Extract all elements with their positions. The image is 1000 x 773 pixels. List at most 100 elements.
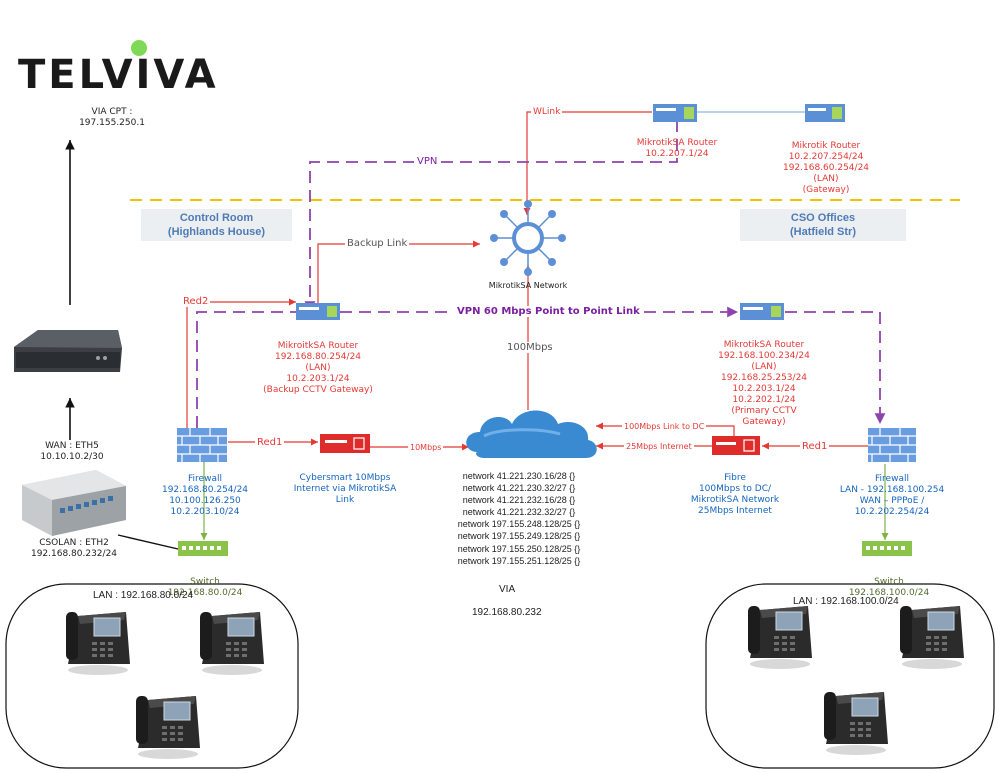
network-entry: network 197.155.249.128/25 {} <box>457 531 581 542</box>
switch-right-label: Switch 192.168.100.0/24 <box>849 577 929 599</box>
vpn-mid-line <box>196 311 300 428</box>
router-mid-left-icon <box>296 303 340 320</box>
router-mid-left-line: (Backup CCTV Gateway) <box>263 385 373 395</box>
mikrotik-network-label: MikrotikSA Network <box>488 281 568 290</box>
cybersmart-label: Cybersmart 10Mbps Internet via MikrotikS… <box>294 473 397 506</box>
router-mid-left-line: 192.168.80.254/24 <box>274 352 362 362</box>
ip-phone-icon <box>66 612 130 675</box>
ip-phone-icon <box>136 696 200 759</box>
router-top-left-line2: 10.2.207.1/24 <box>645 149 709 159</box>
lan-right-label: LAN : 192.168.100.0/24 <box>793 596 899 607</box>
wlink-label: WLink <box>531 107 563 118</box>
fibre-label: Fibre 100Mbps to DC/ MikrotikSA Network … <box>691 473 779 517</box>
router-mid-right-line: MikrotikSA Router <box>723 340 805 350</box>
router-mid-left-line: 10.2.203.1/24 <box>286 374 350 384</box>
switch-right-line1: Switch <box>874 577 904 587</box>
csolan-cable <box>117 534 179 550</box>
network-entry: network 41.221.232.32/27 {} <box>462 507 576 518</box>
fibre-line: Fibre <box>724 473 746 483</box>
control-room-box: Control Room (Highlands House) <box>141 209 292 241</box>
backup-link-label: Backup Link <box>345 238 410 249</box>
network-entry: network 41.221.230.16/28 {} <box>462 471 576 481</box>
router-mid-right-label: MikrotikSA Router 192.168.100.234/24 (LA… <box>718 340 810 428</box>
firewall-left-line: 192.168.80.254/24 <box>161 485 249 495</box>
firewall-right-line: LAN - 192.168.100.254 <box>839 485 945 495</box>
router-mid-right-line: (Primary CCTV <box>731 406 797 416</box>
router-top-right-icon <box>805 104 845 122</box>
firewall-right-line: WAN – PPPoE / <box>859 496 925 506</box>
vpn-right-line <box>785 311 886 424</box>
cybersmart-line: Cybersmart 10Mbps <box>299 473 391 483</box>
switch-right-icon <box>862 541 912 556</box>
firewall-left-icon <box>177 428 227 462</box>
router-mid-right-line: 192.168.25.253/24 <box>720 373 808 383</box>
firewall-right-icon <box>868 428 916 462</box>
via-cpt-label: VIA CPT : 197.155.250.1 <box>79 107 145 129</box>
lan-left-label: LAN : 192.168.80.0/24 <box>93 590 194 601</box>
ip-phone-icon <box>748 606 812 669</box>
router-top-right-line: 192.168.60.254/24 <box>782 163 870 173</box>
csolan-line1: CSOLAN : ETH2 <box>39 538 109 548</box>
router-top-left-icon <box>653 104 697 122</box>
firewall-right-label: Firewall LAN - 192.168.100.254 WAN – PPP… <box>840 474 944 518</box>
router-mid-right-icon <box>740 303 784 320</box>
red1-left-label: Red1 <box>255 437 285 448</box>
network-entry: network 197.155.251.128/25 {} <box>457 555 581 566</box>
firewall-left-line: 10.2.203.10/24 <box>170 507 240 517</box>
vpn-top-line <box>304 120 678 312</box>
router-top-right-line: (Gateway) <box>802 185 850 195</box>
cpe-router-icon <box>14 330 122 372</box>
routerboard-icon <box>22 470 126 536</box>
router-top-right-line: 10.2.207.254/24 <box>788 152 864 162</box>
switch-left-line2: 192.168.80.0/24 <box>167 588 243 598</box>
via-ip-label: 192.168.80.232 <box>472 607 542 618</box>
router-top-left-line1: MikrotikSA Router <box>636 138 718 148</box>
red2-label: Red2 <box>181 296 211 307</box>
vpn-p2p-label: VPN 60 Mbps Point to Point Link <box>454 306 643 317</box>
router-top-right-label: Mikrotik Router 10.2.207.254/24 192.168.… <box>783 141 869 196</box>
via-label: VIA <box>499 584 516 595</box>
csolan-line2: 192.168.80.232/24 <box>30 549 118 559</box>
control-room-subtitle: (Highlands House) <box>167 226 266 238</box>
cso-offices-title: CSO Offices <box>790 212 856 224</box>
cybersmart-line: Internet via MikrotikSA <box>293 484 397 494</box>
switch-left-icon <box>178 541 228 556</box>
wan-eth5-line2: 10.10.10.2/30 <box>40 452 104 462</box>
network-entry: network 41.221.232.16/28 {} <box>462 495 576 506</box>
ip-phone-icon <box>200 612 264 675</box>
fibre-modem-icon <box>712 436 760 455</box>
router-mid-right-line: 192.168.100.234/24 <box>718 351 810 361</box>
fibre-line: 25Mbps Internet <box>698 506 772 516</box>
wan-eth5-line1: WAN : ETH5 <box>45 441 99 451</box>
telviva-logo: TELVIVA <box>18 52 219 98</box>
ip-phone-icon <box>824 692 888 755</box>
control-room-title: Control Room <box>179 212 254 224</box>
switch-left-line1: Switch <box>190 577 220 587</box>
10mbps-label: 10Mbps <box>408 442 444 453</box>
network-list: network 41.221.230.16/28 {} network 41.2… <box>439 470 599 567</box>
cso-offices-box: CSO Offices (Hatfield Str) <box>740 209 906 241</box>
logo-text: TELVIVA <box>18 52 219 98</box>
network-entry: network 197.155.248.128/25 {} <box>457 519 581 530</box>
csolan-label: CSOLAN : ETH2 192.168.80.232/24 <box>31 538 117 560</box>
fibre-line: MikrotikSA Network <box>690 495 780 505</box>
router-top-left-label: MikrotikSA Router 10.2.207.1/24 <box>637 138 717 160</box>
vpn-top-label: VPN <box>414 156 441 167</box>
router-mid-left-label: MikroitkSA Router 192.168.80.254/24 (LAN… <box>263 341 373 396</box>
fibre-line: 100Mbps to DC/ <box>698 484 772 494</box>
link-to-dc-label: 100Mbps Link to DC <box>622 421 707 432</box>
switch-left-label: Switch 192.168.80.0/24 <box>168 577 243 599</box>
switch-right-line2: 192.168.100.0/24 <box>848 588 930 598</box>
router-mid-right-line: 10.2.203.1/24 <box>732 384 796 394</box>
mikrotik-network-hub-icon <box>490 200 566 276</box>
firewall-left-line: 10.100.126.250 <box>169 496 241 506</box>
logo-dot-icon <box>131 40 147 56</box>
router-mid-right-line: Gateway) <box>742 417 786 427</box>
network-entry: network 197.155.250.128/25 {} <box>457 543 581 554</box>
cybersmart-line: Link <box>335 495 355 505</box>
cybersmart-modem-icon <box>320 434 370 453</box>
100mbps-label: 100Mbps <box>505 342 555 353</box>
ip-phone-icon <box>900 606 964 669</box>
